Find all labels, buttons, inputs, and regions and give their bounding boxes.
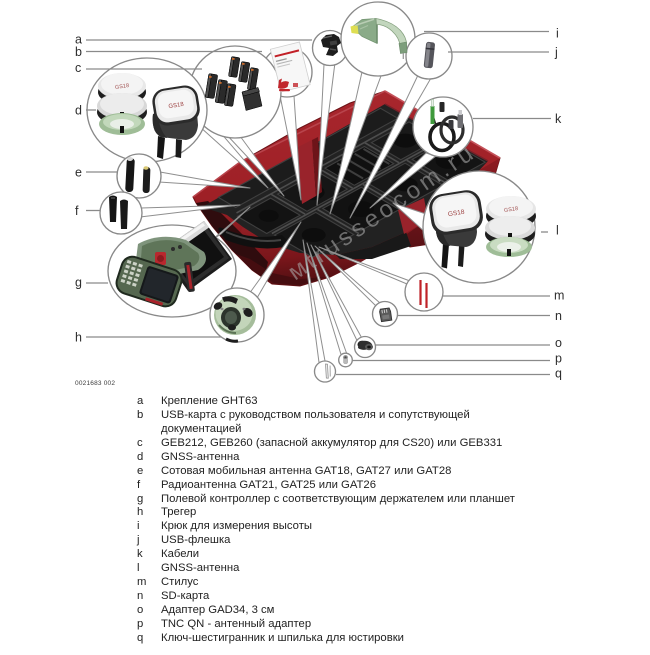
svg-text:b: b <box>75 45 82 59</box>
svg-text:o: o <box>555 336 562 350</box>
svg-text:j: j <box>554 46 558 60</box>
svg-text:GS18: GS18 <box>447 209 465 219</box>
svg-text:q: q <box>555 367 562 381</box>
svg-text:GS18: GS18 <box>504 206 519 214</box>
svg-text:l: l <box>556 224 559 238</box>
svg-text:k: k <box>555 112 562 126</box>
svg-text:h: h <box>75 331 82 345</box>
svg-text:p: p <box>555 352 562 366</box>
svg-text:d: d <box>75 104 82 118</box>
svg-text:c: c <box>75 61 81 75</box>
svg-text:f: f <box>75 204 79 218</box>
svg-text:n: n <box>555 309 562 323</box>
svg-text:GS18: GS18 <box>168 102 185 110</box>
svg-text:m: m <box>554 289 564 303</box>
svg-text:i: i <box>556 27 559 41</box>
svg-text:e: e <box>75 166 82 180</box>
svg-text:g: g <box>75 276 82 290</box>
svg-text:a: a <box>75 33 82 47</box>
svg-text:GS18: GS18 <box>115 83 130 91</box>
